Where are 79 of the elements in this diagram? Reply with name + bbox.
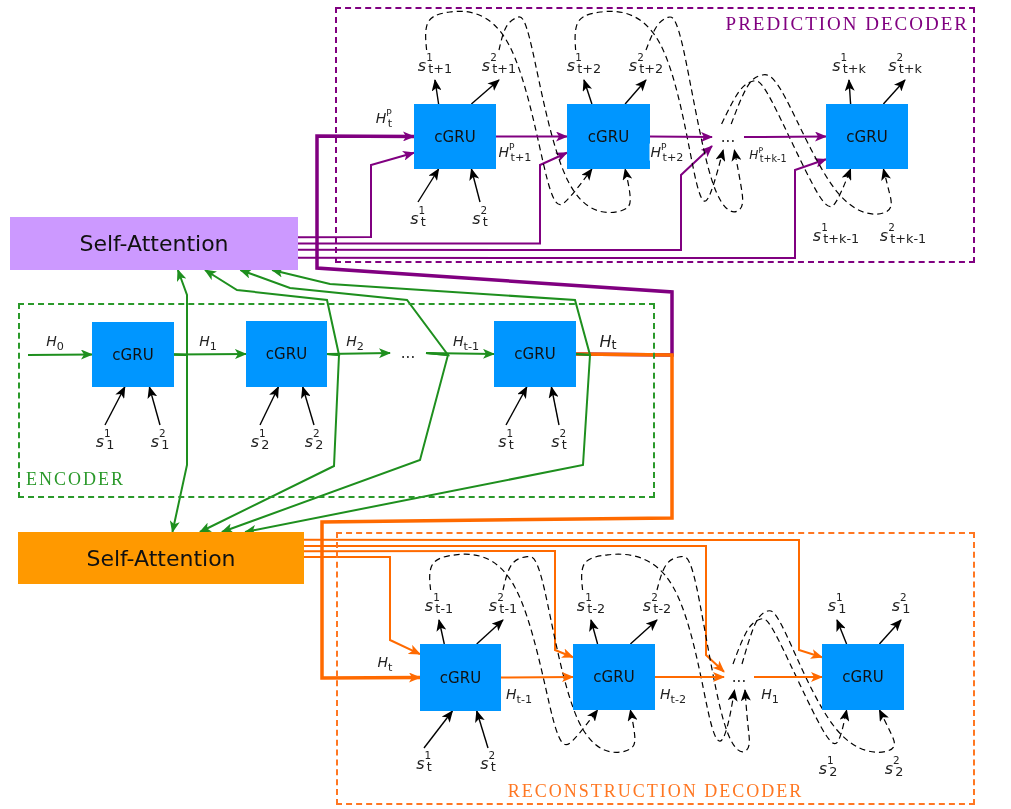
arrow xyxy=(297,151,568,245)
arrow xyxy=(301,386,315,426)
dashed-arrow xyxy=(502,555,638,753)
arrow xyxy=(198,353,341,533)
process-box: cGRU xyxy=(822,644,904,710)
arrow xyxy=(582,79,593,105)
arrow xyxy=(297,145,713,251)
dashed-arrow xyxy=(581,553,738,742)
arrow xyxy=(220,352,450,533)
arrow xyxy=(436,619,447,645)
arrow xyxy=(169,353,188,533)
process-box: cGRU xyxy=(567,104,650,169)
arrow xyxy=(239,269,451,357)
group-title: RECONSTRUCTION DECODER xyxy=(507,781,804,802)
arrow xyxy=(505,386,528,426)
arrow xyxy=(836,619,848,645)
arrow xyxy=(303,550,574,659)
arrow xyxy=(624,79,647,105)
dashed-group-frame xyxy=(336,532,975,805)
dashed-arrow xyxy=(498,16,633,214)
dashed-arrow xyxy=(425,10,593,206)
process-box: cGRU xyxy=(414,104,496,169)
arrow xyxy=(589,619,599,645)
dashed-arrow xyxy=(656,555,751,753)
arrow xyxy=(476,619,504,645)
arrow xyxy=(753,672,823,682)
arrow xyxy=(649,131,713,142)
arrow xyxy=(303,545,725,673)
arrow xyxy=(423,710,454,749)
arrow xyxy=(878,619,902,645)
attention-box: Self-Attention xyxy=(18,532,304,584)
group-title: PREDICTION DECODER xyxy=(725,13,969,35)
attention-box: Self-Attention xyxy=(10,217,298,270)
arrow xyxy=(654,672,725,682)
arrow xyxy=(882,79,906,105)
process-box: cGRU xyxy=(494,321,576,387)
state-label: H$_{t}$ xyxy=(598,330,618,352)
arrow xyxy=(259,386,280,426)
dashed-group-frame xyxy=(18,303,655,498)
ellipsis-text: ... xyxy=(390,340,426,366)
arrow xyxy=(495,131,568,142)
process-box: cGRU xyxy=(92,322,174,387)
arrow xyxy=(469,168,481,203)
group-title: ENCODER xyxy=(26,469,125,490)
process-box: cGRU xyxy=(573,644,655,710)
arrow xyxy=(417,168,440,203)
ellipsis-text: ... xyxy=(724,664,754,690)
arrow xyxy=(104,386,126,426)
dashed-group-frame xyxy=(335,7,975,263)
dashed-arrow xyxy=(721,80,852,208)
process-box: cGRU xyxy=(826,104,908,169)
arrow xyxy=(844,79,855,105)
arrow xyxy=(244,353,592,535)
dashed-arrow xyxy=(732,618,850,745)
arrow xyxy=(27,349,93,360)
arrow xyxy=(271,267,592,357)
process-box: cGRU xyxy=(420,644,501,711)
dashed-arrow xyxy=(730,74,892,215)
arrow xyxy=(303,538,823,659)
arrow xyxy=(629,619,658,645)
ellipsis-text: ... xyxy=(712,124,744,150)
dashed-arrow xyxy=(429,553,599,746)
arrow xyxy=(147,386,161,426)
process-box: cGRU xyxy=(246,321,327,387)
arrow xyxy=(297,158,827,259)
arrow xyxy=(320,352,674,683)
arrow xyxy=(303,555,421,656)
dashed-arrow xyxy=(645,16,744,213)
arrow xyxy=(475,710,489,749)
dashed-arrow xyxy=(741,610,895,753)
dashed-arrow xyxy=(574,10,726,202)
arrow xyxy=(297,150,415,239)
arrow xyxy=(173,349,247,360)
arrow xyxy=(743,131,827,142)
arrow xyxy=(431,79,442,105)
arrow xyxy=(204,269,341,357)
arrow xyxy=(548,386,560,426)
arrow xyxy=(470,79,500,105)
arrow xyxy=(500,672,574,683)
